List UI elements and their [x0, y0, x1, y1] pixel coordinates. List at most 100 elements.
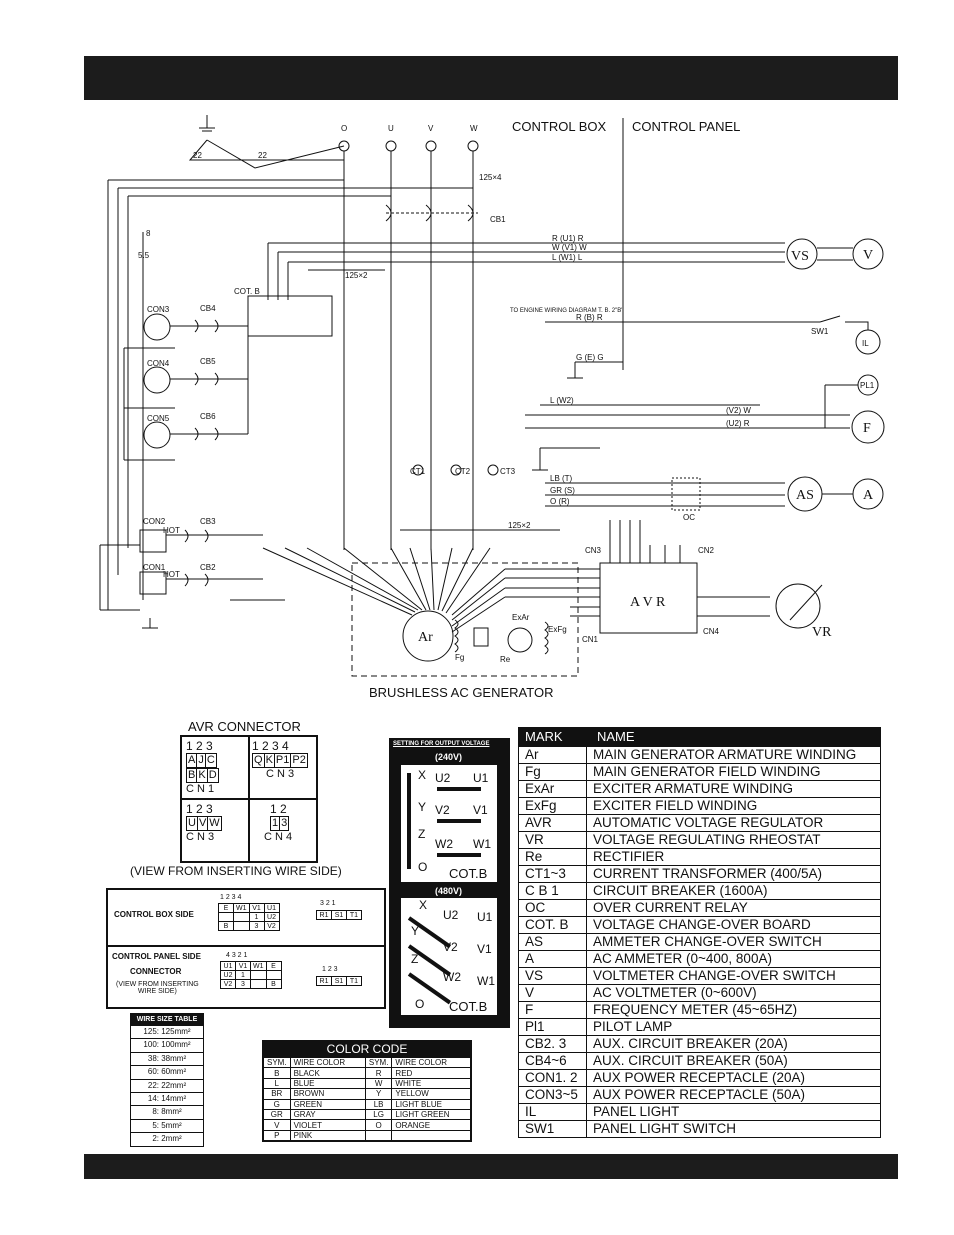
legend-name: RECTIFIER — [593, 849, 665, 864]
table-row: 14: 14mm² — [131, 1091, 203, 1105]
terminal-u: U — [388, 124, 394, 133]
legend-mark: ExFg — [525, 798, 557, 813]
fg-label: Fg — [455, 653, 464, 662]
v-meter-label: V — [863, 248, 873, 263]
cotb-480-board: X Y Z O U2 U1 V2 V1 W2 W1 COT.B — [401, 898, 497, 1015]
con3-label: CON3 — [147, 305, 170, 314]
cn2-label: CN2 — [698, 546, 715, 555]
con1-label: CON1 — [143, 563, 166, 572]
table-header-row: SYM.WIRE COLOR SYM.WIRE COLOR — [263, 1056, 471, 1069]
legend-name: AUX POWER RECEPTACLE (50A) — [593, 1087, 806, 1102]
re-label: Re — [500, 655, 511, 664]
con4-label: CON4 — [147, 359, 170, 368]
rb-label: R (B) R — [576, 313, 603, 322]
legend-mark: ExAr — [525, 781, 555, 796]
vs-label: VS — [791, 249, 809, 264]
voltage-setting-panel: SETTING FOR OUTPUT VOLTAGE (240V) X Y Z … — [389, 738, 510, 1028]
cotb-label: COT. B — [234, 287, 260, 296]
table-row: 5: 5mm² — [131, 1118, 203, 1132]
con2-label: CON2 — [143, 517, 166, 526]
wire-22-b: 22 — [258, 151, 267, 160]
ct3-label: CT3 — [500, 467, 516, 476]
con5-label: CON5 — [147, 414, 170, 423]
legend-name: AUX. CIRCUIT BREAKER (50A) — [593, 1053, 788, 1068]
legend-mark: CB2. 3 — [525, 1036, 567, 1051]
legend-name: AMMETER CHANGE-OVER SWITCH — [593, 934, 822, 949]
avr-connector-title: AVR CONNECTOR — [188, 719, 301, 734]
legend-mark: AS — [525, 934, 544, 949]
legend-name: PANEL LIGHT — [593, 1104, 680, 1119]
legend-mark: Fg — [525, 764, 541, 779]
exar-label: ExAr — [512, 613, 530, 622]
header-bar — [84, 56, 898, 100]
avr-connector-note: (VIEW FROM INSERTING WIRE SIDE) — [130, 864, 342, 878]
table-row: 125: 125mm² — [131, 1025, 203, 1038]
cb1-label: CB1 — [490, 215, 506, 224]
legend-mark: C B 1 — [525, 883, 559, 898]
legend-mark: VS — [525, 968, 544, 983]
ge-label: G (E) G — [576, 353, 604, 362]
legend-mark: COT. B — [525, 917, 569, 932]
footer-bar — [84, 1154, 898, 1179]
wire-125x2-b: 125×2 — [508, 521, 531, 530]
legend-name: AUX. CIRCUIT BREAKER (20A) — [593, 1036, 788, 1051]
legend-name: VOLTAGE CHANGE-OVER BOARD — [593, 917, 811, 932]
legend-mark: SW1 — [525, 1121, 555, 1136]
terminal-v: V — [428, 124, 434, 133]
hot-2-label: HOT — [163, 526, 180, 535]
table-row: 22: 22mm² — [131, 1078, 203, 1092]
v480-label: (480V) — [435, 886, 463, 896]
v240-label: (240V) — [435, 752, 463, 762]
oc-label: OC — [683, 513, 695, 522]
lw1-label: L (W1) L — [552, 253, 583, 262]
f-meter-label: F — [863, 421, 871, 436]
wire-8: 8 — [146, 229, 151, 238]
color-code-title: COLOR CODE — [263, 1041, 471, 1057]
table-row: CB2. 3 AUX. CIRCUIT BREAKER (20A) — [519, 1035, 880, 1052]
table-row: 8: 8mm² — [131, 1105, 203, 1118]
legend-name: AUX POWER RECEPTACLE (20A) — [593, 1070, 806, 1085]
vr-label: VR — [812, 625, 832, 640]
legend-mark: CT1~3 — [525, 866, 566, 881]
or-label: O (R) — [550, 497, 570, 506]
wire-size-table: WIRE SIZE TABLE 125: 125mm² 100: 100mm² … — [130, 1013, 204, 1147]
legend-name: OVER CURRENT RELAY — [593, 900, 748, 915]
a-meter-label: A — [863, 488, 874, 503]
brushless-generator-label: BRUSHLESS AC GENERATOR — [369, 685, 553, 700]
cb2-label: CB2 — [200, 563, 216, 572]
control-box-label: CONTROL BOX — [512, 119, 606, 134]
hot-1-label: HOT — [163, 570, 180, 579]
ru1-label: R (U1) R — [552, 234, 584, 243]
cn4-label: CN4 — [703, 627, 720, 636]
legend-name: PILOT LAMP — [593, 1019, 673, 1034]
legend-mark: CB4~6 — [525, 1053, 567, 1068]
lbt-label: LB (T) — [550, 474, 573, 483]
color-code-table: COLOR CODE SYM.WIRE COLOR SYM.WIRE COLOR… — [262, 1040, 472, 1143]
wire-125x4: 125×4 — [479, 173, 502, 182]
table-row: 100: 100mm² — [131, 1038, 203, 1051]
